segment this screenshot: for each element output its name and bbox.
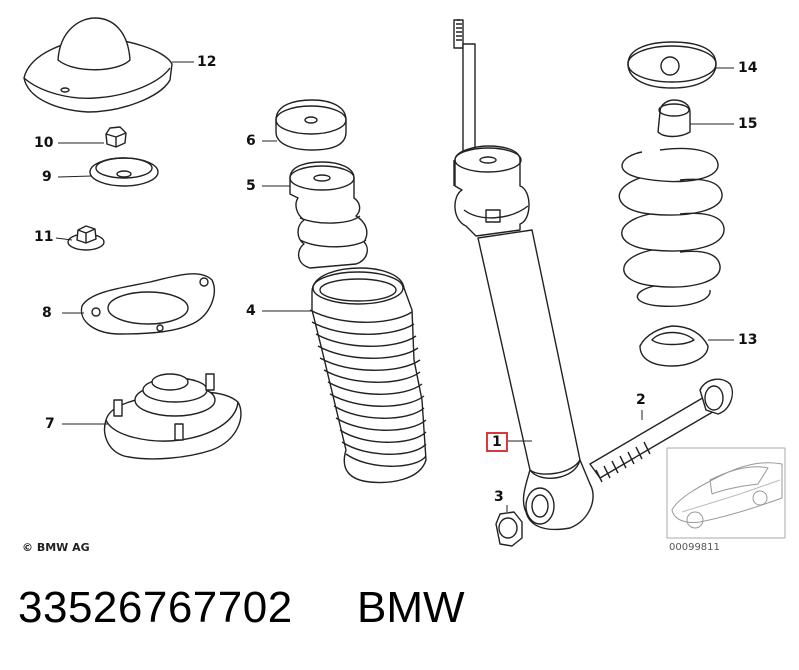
part-7-strut-mount — [103, 373, 242, 460]
part-1-shock-absorber — [453, 19, 594, 531]
callout-3: 3 — [494, 489, 504, 505]
callout-14: 14 — [738, 60, 758, 76]
part-12-dust-cap — [23, 17, 173, 113]
part-11-flange-nut — [67, 225, 105, 251]
callout-8: 8 — [42, 305, 52, 321]
callout-7: 7 — [45, 416, 55, 432]
copyright-text: © BMW AG — [22, 541, 90, 554]
part-13-spring-pad — [639, 325, 709, 367]
callout-12: 12 — [197, 54, 217, 70]
image-code: 00099811 — [669, 542, 720, 553]
callout-5: 5 — [246, 178, 256, 194]
callout-9: 9 — [42, 169, 52, 185]
part-3-nut — [495, 511, 523, 547]
callout-10: 10 — [34, 135, 54, 151]
part-5-bump-stop — [289, 161, 368, 269]
part-number: 33526767702 — [18, 583, 293, 632]
callout-13: 13 — [738, 332, 758, 348]
part-9-washer — [89, 157, 159, 187]
part-8-gasket — [80, 273, 215, 335]
part-6-cap — [275, 99, 347, 151]
callout-4: 4 — [246, 303, 256, 319]
inset-car-view — [666, 447, 786, 539]
brand-name: BMW — [357, 583, 465, 632]
part-14-spring-seat — [627, 41, 717, 89]
callout-15: 15 — [738, 116, 758, 132]
callout-2: 2 — [636, 392, 646, 408]
part-15-bushing — [657, 99, 691, 138]
leader-lines — [55, 61, 734, 512]
part-2-bolt — [589, 378, 734, 483]
part-4-bellows — [309, 267, 427, 484]
callout-6: 6 — [246, 133, 256, 149]
callout-1-highlighted: 1 — [486, 432, 508, 452]
part-10-nut — [105, 126, 127, 148]
coil-spring — [618, 147, 725, 307]
callout-11: 11 — [34, 229, 54, 245]
